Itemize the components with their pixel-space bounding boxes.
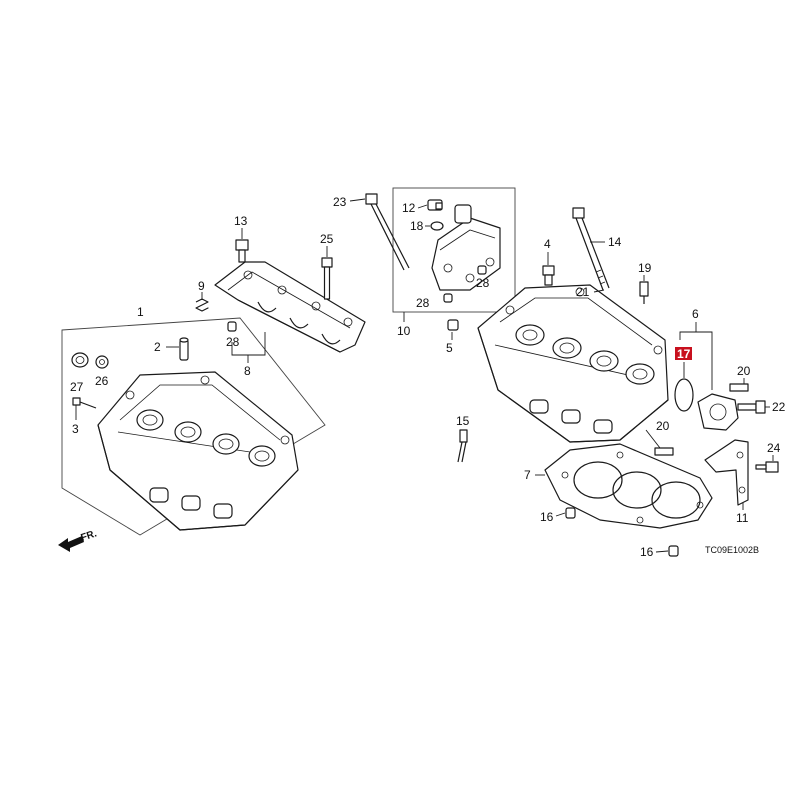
drawing-code: TC09E1002B [705, 545, 759, 555]
callout-20b: 20 [656, 419, 670, 433]
bolt-22 [737, 400, 766, 414]
callout-3: 3 [72, 422, 79, 436]
stud-15 [457, 429, 468, 463]
callout-5: 5 [446, 341, 453, 355]
bolt-3 [72, 397, 97, 409]
front-direction-arrow: FR. [58, 528, 98, 552]
callout-10: 10 [397, 324, 411, 338]
sensor-19 [639, 281, 649, 304]
callout-19: 19 [638, 261, 652, 275]
callout-1: 1 [137, 305, 144, 319]
bolt-24 [755, 461, 779, 473]
spool-valve-drawing [431, 204, 501, 291]
callout-28a: 28 [226, 335, 240, 349]
spool-valve-group-box [392, 187, 516, 313]
dowel-pin-2 [179, 337, 189, 361]
cap-5 [447, 319, 459, 331]
left-cylinder-head-drawing [61, 317, 326, 536]
callout-27: 27 [70, 380, 84, 394]
callout-14: 14 [608, 235, 622, 249]
dowel-28-box-left [443, 293, 453, 303]
head-bolt-14 [572, 207, 610, 291]
callout-25: 25 [320, 232, 334, 246]
callout-24: 24 [767, 441, 781, 455]
callout-17: 17 [677, 347, 691, 361]
callout-12: 12 [402, 201, 416, 215]
right-cylinder-head-drawing [477, 284, 669, 443]
dowel-28-left [227, 321, 237, 332]
o-ring-18 [430, 221, 444, 231]
callout-17-highlight: 17 [675, 347, 692, 361]
left-camshaft-holder-drawing [214, 261, 366, 353]
callout-28b: 28 [416, 296, 430, 310]
callout-6: 6 [692, 307, 699, 321]
callout-18: 18 [410, 219, 424, 233]
callout-8: 8 [244, 364, 251, 378]
sensor-12 [427, 199, 443, 211]
bracket-11 [704, 439, 749, 506]
cover-6 [697, 393, 739, 431]
stud-20-mid [645, 429, 674, 456]
callout-22: 22 [772, 400, 786, 414]
callout-28c: 28 [476, 276, 490, 290]
callout-7: 7 [524, 468, 531, 482]
plug-27 [71, 352, 89, 368]
callout-13: 13 [234, 214, 248, 228]
callout-16b: 16 [640, 545, 654, 559]
bolt-25 [321, 257, 333, 300]
dowel-16-upper [565, 507, 576, 519]
head-gasket-drawing [544, 443, 713, 529]
stud-20-right [729, 383, 749, 392]
plug-4 [542, 265, 555, 286]
dowel-28-box-right [477, 265, 487, 275]
front-indicator-label: FR. [80, 528, 99, 544]
o-ring-17 [674, 378, 694, 412]
bolt-23 [365, 193, 410, 271]
callout-23: 23 [333, 195, 347, 209]
callout-16a: 16 [540, 510, 554, 524]
callout-11: 11 [736, 511, 749, 525]
callout-26: 26 [95, 374, 109, 388]
spring-9 [195, 298, 209, 312]
bolt-13 [235, 239, 249, 263]
dowel-16-lower [668, 545, 679, 557]
callout-4: 4 [544, 237, 551, 251]
callout-2: 2 [154, 340, 161, 354]
callout-9: 9 [198, 279, 205, 293]
bracket-6 [679, 331, 713, 390]
washer-26 [95, 355, 109, 369]
callout-21: 21 [576, 285, 590, 299]
callout-20a: 20 [737, 364, 751, 378]
callout-15: 15 [456, 414, 470, 428]
